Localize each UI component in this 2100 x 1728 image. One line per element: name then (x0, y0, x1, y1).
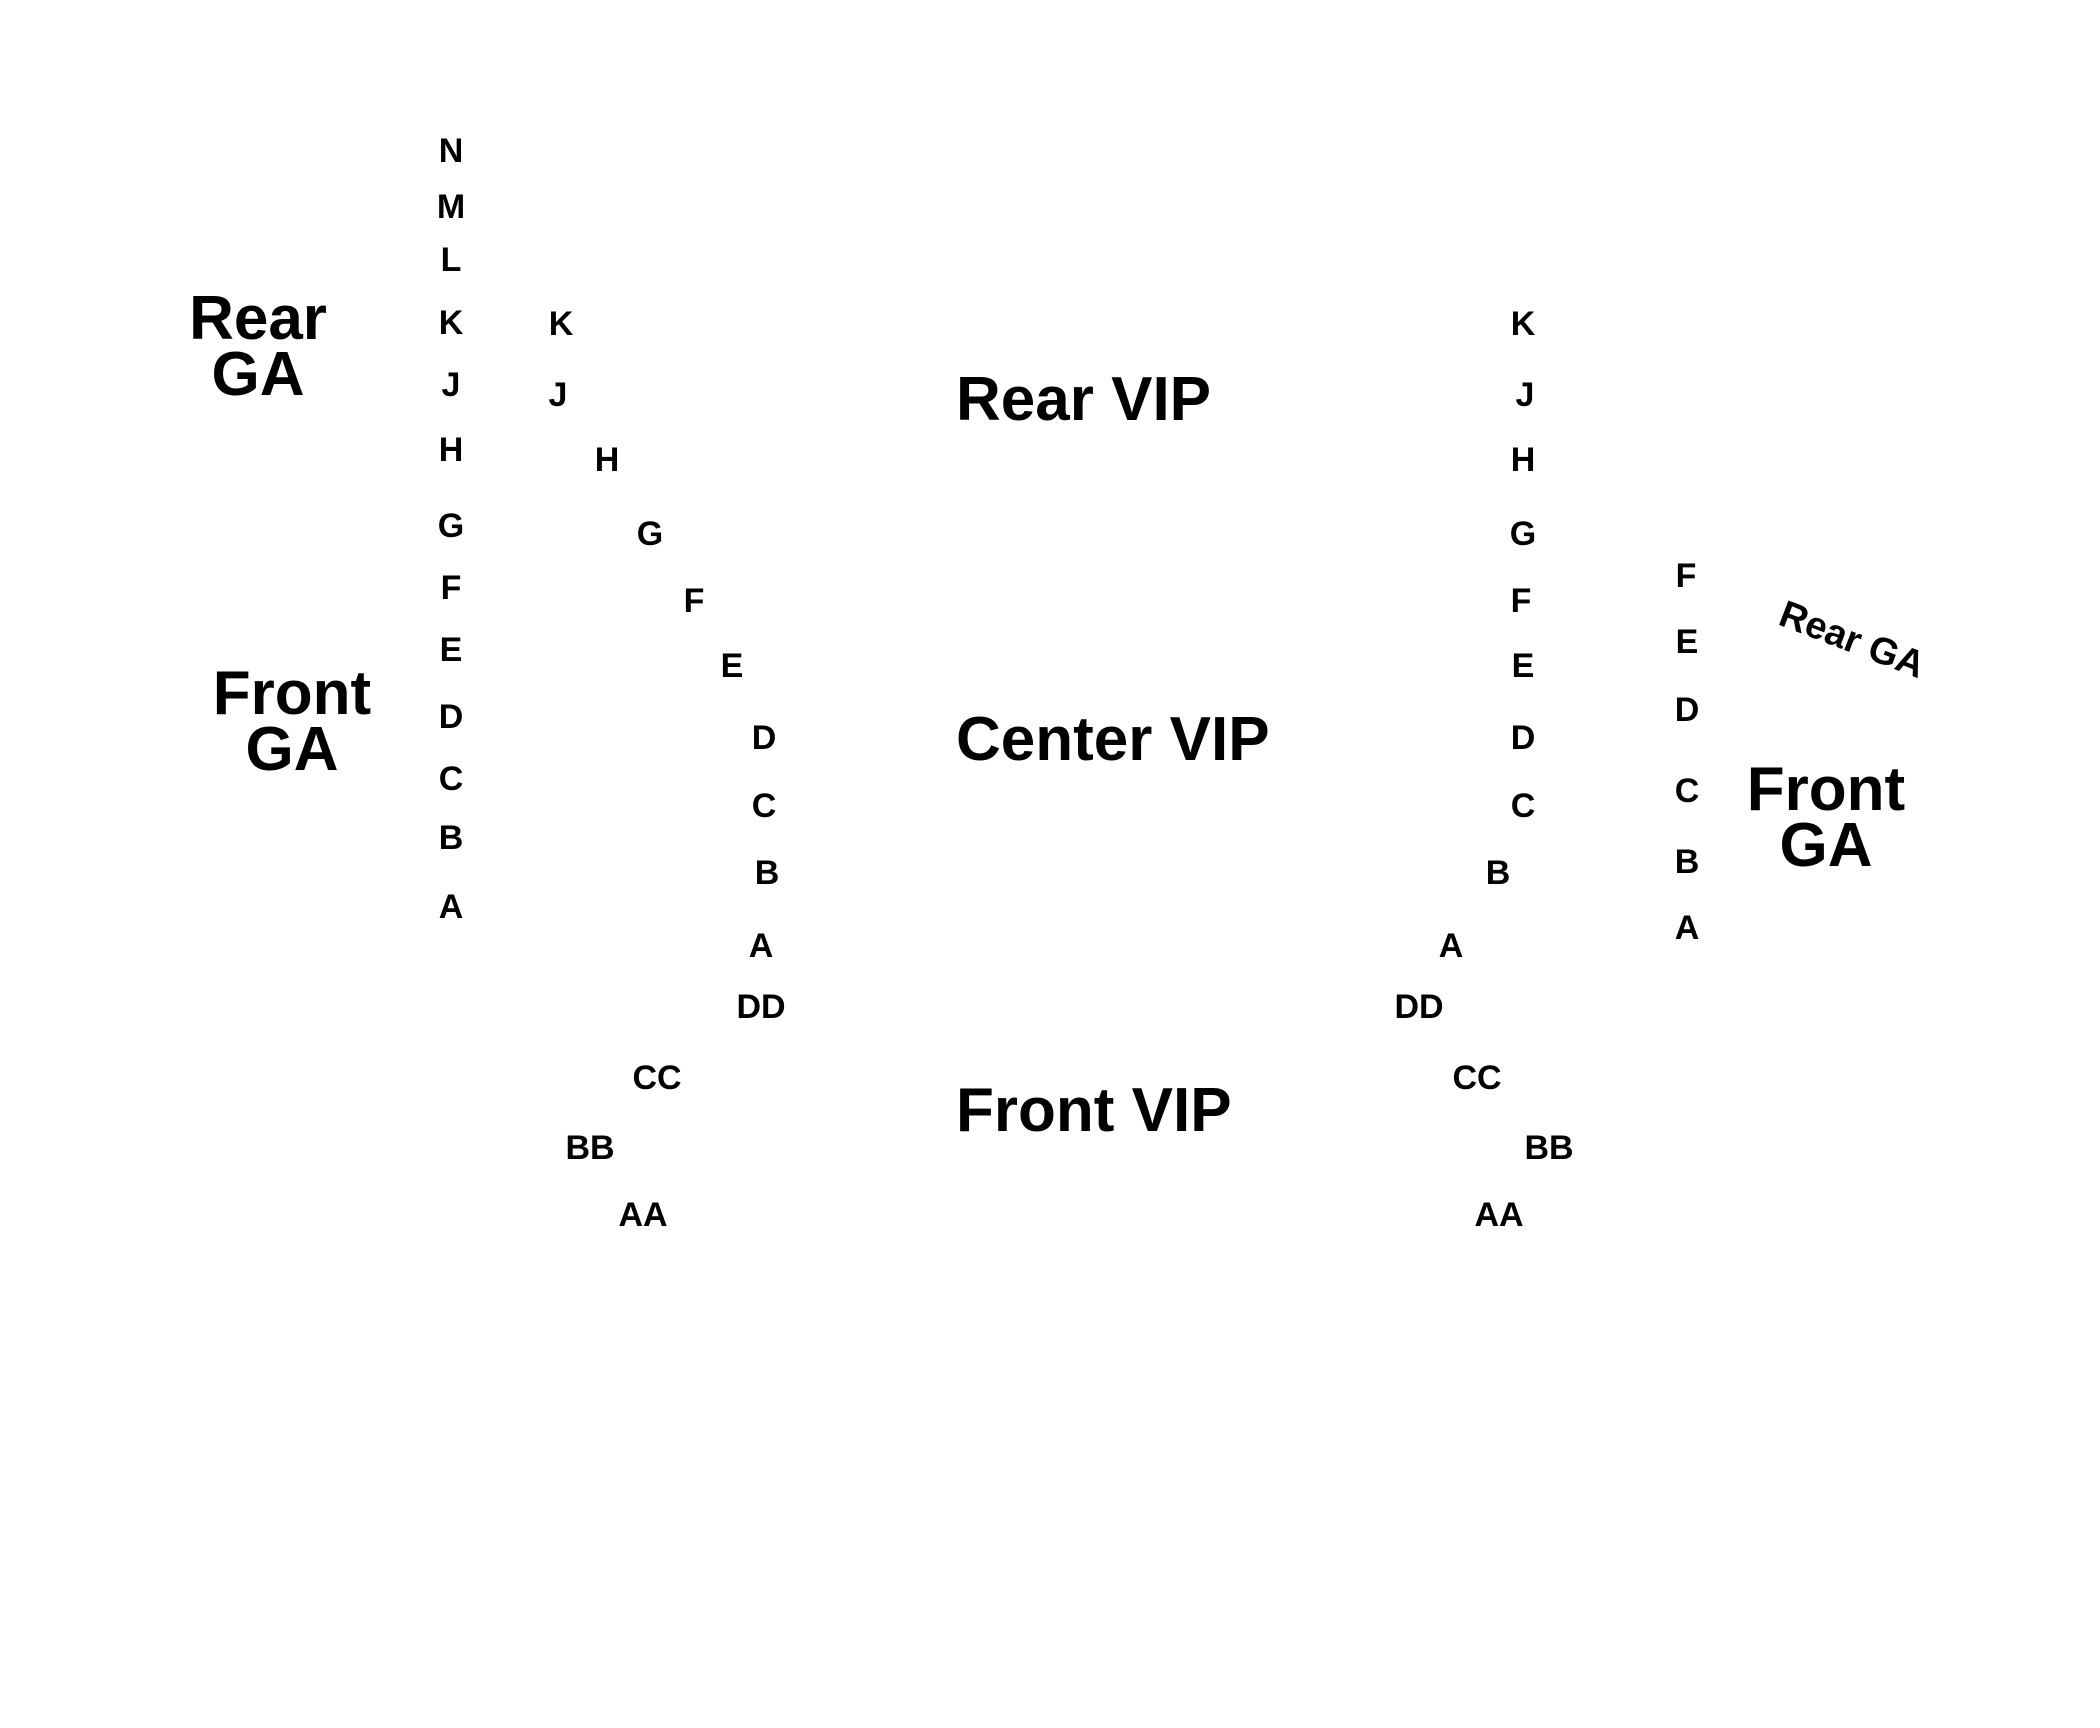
row-label: G (1509, 515, 1537, 553)
row-label: G (437, 507, 465, 545)
row-label: B (1674, 843, 1700, 881)
row-label: M (436, 188, 466, 226)
row-label: A (1438, 927, 1464, 965)
row-label: F (1510, 582, 1532, 620)
section-right-rear-ga[interactable]: Rear GA (1773, 593, 1931, 687)
row-label: G (636, 515, 664, 553)
row-label: A (438, 888, 464, 926)
row-label: E (1675, 623, 1699, 661)
row-label: J (548, 376, 568, 414)
row-label: DD (736, 988, 786, 1026)
section-left-front-ga[interactable]: Front GA (212, 659, 372, 784)
section-left-rear-ga[interactable]: Rear GA (189, 284, 327, 409)
row-label: N (438, 132, 464, 170)
row-label: F (1675, 557, 1697, 595)
row-label: C (438, 760, 464, 798)
section-label-line: Front (1746, 755, 1906, 825)
row-label: K (1510, 305, 1536, 343)
section-rear-vip[interactable]: Rear VIP (956, 365, 1212, 434)
row-label: C (751, 787, 777, 825)
section-center-vip[interactable]: Center VIP (956, 705, 1270, 774)
row-label: BB (565, 1129, 615, 1167)
row-label: H (594, 441, 620, 479)
section-label-line: Front (212, 659, 372, 729)
section-label-line: Rear (189, 284, 327, 354)
row-label: E (439, 631, 463, 669)
row-label: K (438, 304, 464, 342)
section-label-line: GA (1779, 811, 1873, 880)
row-label: F (440, 569, 462, 607)
row-label: C (1674, 772, 1700, 810)
row-label: F (683, 582, 705, 620)
row-label: D (438, 698, 464, 736)
row-label: H (438, 431, 464, 469)
row-label: E (720, 647, 744, 685)
row-label: A (1674, 909, 1700, 947)
section-front-vip[interactable]: Front VIP (956, 1076, 1232, 1145)
row-label: CC (1452, 1059, 1502, 1097)
row-label: H (1510, 441, 1536, 479)
row-label: J (441, 366, 461, 404)
row-label: L (440, 241, 462, 279)
row-label: A (748, 927, 774, 965)
row-label: B (438, 819, 464, 857)
row-label: CC (632, 1059, 682, 1097)
row-label: K (548, 305, 574, 343)
row-label: B (754, 854, 780, 892)
section-label-line: GA (211, 340, 305, 409)
row-label: D (1510, 719, 1536, 757)
row-label: D (1674, 691, 1700, 729)
row-label: B (1485, 854, 1511, 892)
row-label: C (1510, 787, 1536, 825)
row-label: BB (1524, 1129, 1574, 1167)
row-label: AA (618, 1196, 668, 1234)
row-label: DD (1394, 988, 1444, 1026)
row-label: J (1515, 376, 1535, 414)
row-label: D (751, 719, 777, 757)
row-label: AA (1474, 1196, 1524, 1234)
section-label-line: GA (245, 715, 339, 784)
row-label: E (1511, 647, 1535, 685)
section-right-front-ga[interactable]: Front GA (1746, 755, 1906, 880)
